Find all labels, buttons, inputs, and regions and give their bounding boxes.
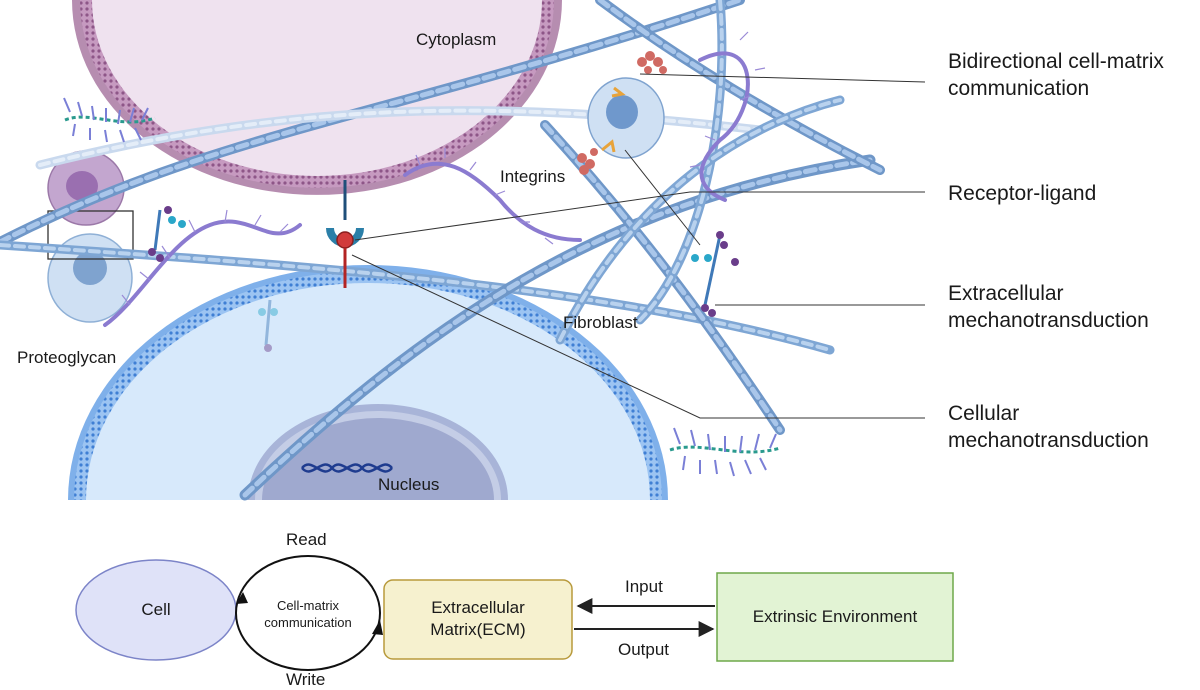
flow-diagram <box>75 555 954 671</box>
proteoglycan-molecule-1 <box>148 206 186 262</box>
callout-extracellular-mechanotransduction: Extracellular mechanotransduction <box>948 282 1149 332</box>
ecm-box <box>383 579 573 660</box>
environment-box <box>716 572 954 662</box>
fibroblast-cell <box>577 51 667 175</box>
integrins-label: Integrins <box>500 167 566 186</box>
nucleus-label: Nucleus <box>378 475 440 494</box>
integrin-receptor <box>326 180 364 288</box>
hyaluronan-chain-bottom-right <box>669 427 781 477</box>
communication-loop <box>235 555 381 671</box>
proteoglycan-molecule-3 <box>258 299 278 352</box>
inset-frame <box>47 210 134 260</box>
read-label: Read <box>286 530 327 549</box>
proteoglycan-label: Proteoglycan <box>17 348 117 367</box>
callout-lines <box>351 73 926 419</box>
callout-receptor-ligand: Receptor-ligand <box>948 182 1097 205</box>
ecm-node-label: Extracellular Matrix(ECM) <box>430 598 526 639</box>
proteoglycan-branches <box>121 31 766 306</box>
hyaluronan-chain-top-left <box>63 97 156 143</box>
proteoglycan-strands <box>103 51 750 327</box>
cell-node-label: Cell <box>141 600 171 619</box>
dna-helix <box>301 463 393 473</box>
ligand-cluster-top <box>637 51 667 74</box>
environment-node-label: Extrinsic Environment <box>752 607 918 626</box>
left-cells <box>47 150 134 323</box>
nucleus <box>248 404 508 500</box>
fibroblast-label: Fibroblast <box>563 313 638 332</box>
ligand-cluster-bottom <box>577 148 598 175</box>
cytoplasm-label: Cytoplasm <box>416 30 497 49</box>
output-label: Output <box>618 640 670 659</box>
write-label: Write <box>286 670 326 689</box>
loop-label: Cell-matrix communication <box>264 598 352 630</box>
callout-cellular-mechanotransduction: Cellular mechanotransduction <box>948 402 1149 452</box>
input-label: Input <box>625 577 663 596</box>
proteoglycan-molecule-2 <box>691 231 739 317</box>
callout-bidirectional: Bidirectional cell-matrix communication <box>948 50 1164 100</box>
